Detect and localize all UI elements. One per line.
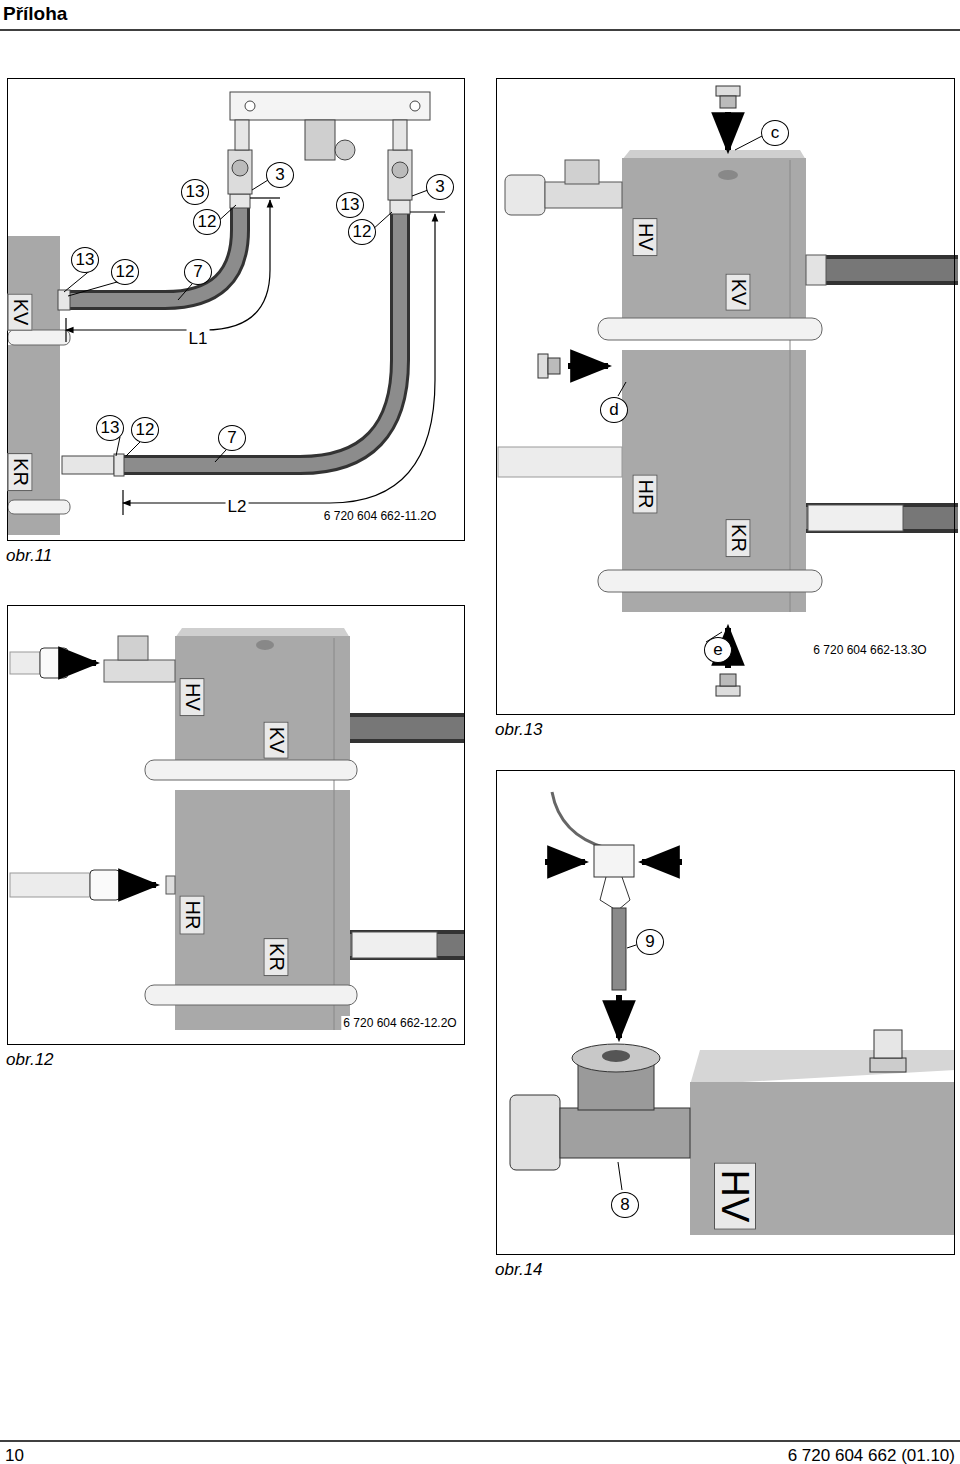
document-code: 6 720 604 662 (01.10) [788, 1446, 955, 1464]
connection-label: KR [264, 938, 289, 976]
callout-number: 13 [336, 192, 364, 218]
connection-label: HR [180, 896, 205, 935]
separator-left [8, 236, 70, 535]
callout-number: 13 [96, 415, 124, 441]
connection-label: HV [714, 1163, 756, 1230]
connection-label: KR [8, 453, 33, 491]
figure-code: 6 720 604 662-11.2O [322, 509, 439, 523]
figure-caption: obr.14 [495, 1260, 543, 1280]
callout-number: 3 [426, 174, 454, 200]
pipes [498, 160, 958, 531]
callout-number: 13 [181, 179, 209, 205]
connection-label: HV [180, 678, 205, 716]
figure-code: 6 720 604 662-13.3O [811, 643, 928, 657]
leader-lines [64, 180, 428, 462]
connection-label: KR [726, 519, 751, 557]
callout-number: 9 [636, 929, 664, 955]
page-title: Příloha [3, 3, 67, 25]
plugs-arrows [538, 86, 740, 696]
dimension-label: L2 [226, 497, 249, 517]
figure-frame: obr.11 [7, 78, 465, 541]
callout-number: 7 [218, 425, 246, 451]
callout-number: e [704, 637, 732, 663]
pipes-hoses [10, 636, 465, 958]
figure-caption: obr.11 [6, 546, 52, 566]
figure-frame: obr.12 [7, 605, 465, 1045]
separator [598, 150, 822, 612]
figure-caption: obr.13 [495, 720, 543, 740]
callout-number: 12 [348, 219, 376, 245]
callout-number: 8 [611, 1192, 639, 1218]
sensor [545, 792, 682, 1038]
dimension-label: L1 [187, 329, 210, 349]
callout-number: 3 [266, 162, 294, 188]
figure-frame: obr.13 [496, 78, 955, 715]
connection-label: KV [726, 274, 751, 311]
leader-lines [618, 136, 762, 642]
callout-number: 7 [184, 259, 212, 285]
separator-detail [510, 1030, 955, 1235]
callout-number: 12 [131, 417, 159, 443]
leader-lines [618, 945, 636, 1190]
page-number: 10 [5, 1446, 24, 1464]
connection-label: HR [633, 475, 658, 514]
dimension-lines [66, 198, 445, 515]
callout-number: 12 [193, 209, 221, 235]
figure-code: 6 720 604 662-12.2O [341, 1016, 458, 1030]
connection-label: KV [8, 294, 33, 331]
callout-number: c [761, 120, 789, 146]
figure-caption: obr.12 [6, 1050, 54, 1070]
separator [145, 628, 357, 1030]
callout-number: d [600, 397, 628, 423]
connection-label: KV [264, 722, 289, 759]
pipes [62, 198, 400, 465]
callout-number: 13 [71, 247, 99, 273]
callout-number: 12 [111, 259, 139, 285]
connection-label: HV [633, 218, 658, 256]
fittings [58, 92, 430, 476]
